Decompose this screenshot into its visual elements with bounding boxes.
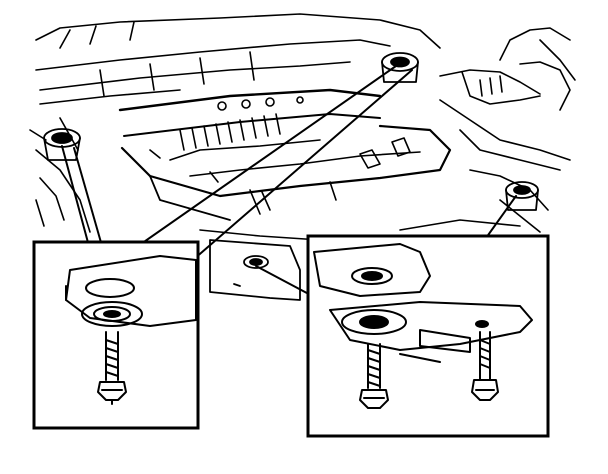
mount-center-rear bbox=[381, 52, 419, 83]
right-detail-inset bbox=[306, 234, 550, 438]
mount-left-front bbox=[43, 128, 81, 161]
left-detail-inset bbox=[32, 240, 200, 430]
mount-right-front bbox=[505, 181, 539, 211]
vehicle-underbody bbox=[29, 13, 576, 241]
mount-bracket-center bbox=[209, 239, 301, 301]
